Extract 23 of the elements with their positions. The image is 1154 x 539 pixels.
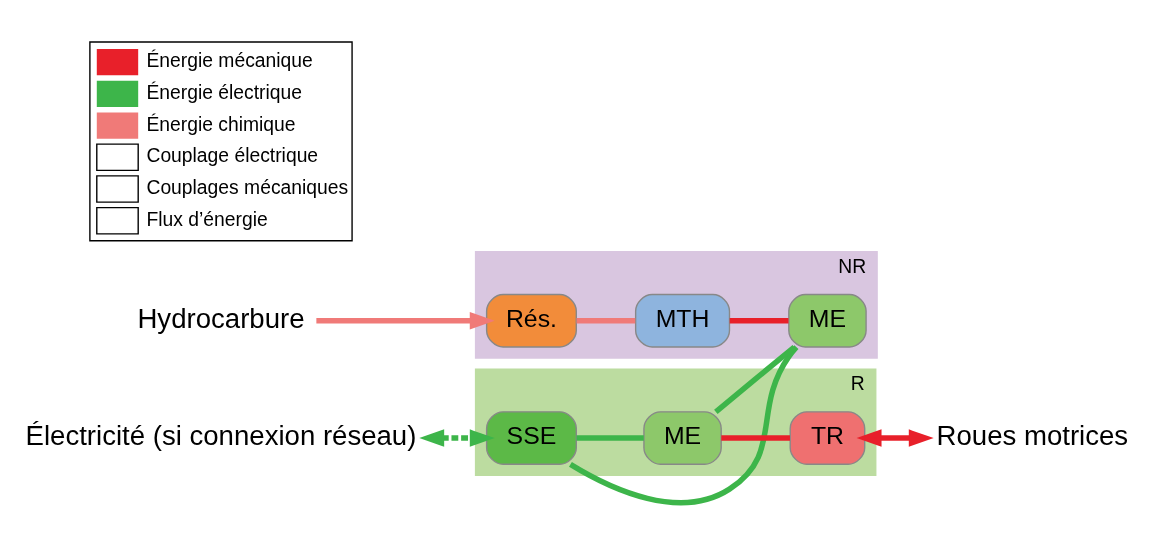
connector	[714, 344, 797, 414]
connector	[576, 317, 636, 324]
legend-label: Énergie électrique	[146, 81, 303, 103]
node-box: TR	[789, 410, 866, 465]
node-box: SSE	[485, 410, 577, 465]
legend-label: Énergie mécanique	[146, 49, 313, 71]
legend-label: Flux d’énergie	[146, 208, 268, 230]
legend-label: Énergie chimique	[146, 113, 296, 135]
node-box: Rés.	[485, 293, 577, 348]
connector	[569, 344, 799, 505]
node-box: ME	[643, 410, 722, 465]
legend-label: Couplages mécaniques	[146, 176, 349, 198]
node-box: MTH	[634, 293, 731, 348]
node-text: Roues motrices	[936, 419, 1129, 451]
arrow	[856, 428, 934, 447]
node-text: Hydrocarbure	[137, 302, 305, 334]
node-box: ME	[788, 293, 867, 348]
arrow	[419, 428, 495, 447]
node-text: Électricité (si connexion réseau)	[25, 419, 417, 451]
arrow	[316, 311, 495, 329]
connector	[576, 434, 644, 441]
legend-label: Couplage électrique	[146, 144, 319, 166]
connector	[729, 317, 789, 324]
